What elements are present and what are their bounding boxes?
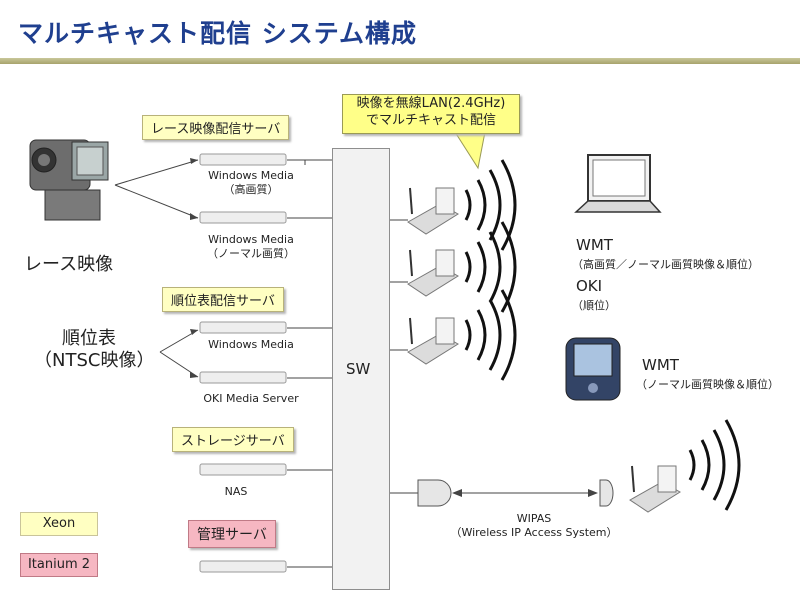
multicast-callout: 映像を無線LAN(2.4GHz) でマルチキャスト配信 [342, 94, 520, 134]
server-wm-normal-icon [199, 211, 287, 224]
race-video-label: レース映像 [24, 254, 114, 275]
access-point-3-icon [407, 317, 459, 365]
laptop-oki-sub: （順位） [572, 299, 616, 312]
callout-line1: 映像を無線LAN(2.4GHz) [356, 96, 506, 111]
laptop-oki-label: OKI [576, 277, 603, 295]
wipas-remote-unit [599, 479, 614, 507]
access-point-wipas-icon [629, 465, 681, 513]
camera-icon [29, 139, 109, 221]
line-camera-wm-high [114, 159, 199, 186]
legend-xeon: Xeon [20, 512, 98, 536]
server-nas-icon [199, 463, 287, 476]
pda-wmt-sub: （ノーマル画質映像＆順位） [636, 378, 779, 391]
server-mgmt-icon [199, 560, 287, 573]
server-oki-caption: OKI Media Server [203, 392, 299, 405]
radio-waves-3-icon [464, 289, 517, 381]
legend-itanium: Itanium 2 [20, 553, 98, 577]
server-wm-rank-caption: Windows Media [208, 338, 294, 351]
switch-label: SW [346, 360, 371, 378]
pda-icon [565, 337, 621, 401]
access-point-1-icon [407, 187, 459, 235]
rank-table-label: 順位表 [62, 328, 116, 349]
radio-waves-1-icon [464, 159, 517, 251]
callout-pointer [454, 131, 486, 170]
laptop-icon [574, 154, 662, 213]
pda-wmt-label: WMT [642, 356, 679, 374]
wipas-label: WIPAS （Wireless IP Access System） [450, 512, 618, 539]
title-underline [0, 58, 800, 64]
server-oki-icon [199, 371, 287, 384]
line-camera-wm-normal [114, 184, 199, 219]
line-rank-oki [159, 351, 199, 378]
laptop-wmt-label: WMT [576, 236, 613, 254]
laptop-wmt-sub: （高画質／ノーマル画質映像＆順位） [572, 258, 759, 271]
rank-ntsc-label: （NTSC映像） [34, 350, 155, 371]
wipas-base-unit [417, 479, 452, 507]
access-point-2-icon [407, 249, 459, 297]
race-server-group-label: レース映像配信サーバ [142, 115, 290, 140]
server-wm-high-icon [199, 153, 287, 166]
callout-line2: でマルチキャスト配信 [365, 113, 496, 128]
storage-server-group-label: ストレージサーバ [172, 427, 294, 452]
server-wm-rank-icon [199, 321, 287, 334]
page-title: マルチキャスト配信 システム構成 [18, 19, 417, 48]
network-switch [332, 148, 390, 590]
rank-server-group-label: 順位表配信サーバ [162, 287, 284, 312]
mgmt-server-group-label: 管理サーバ [188, 520, 276, 548]
radio-waves-2-icon [464, 221, 517, 313]
server-wm-normal-caption: Windows Media （ノーマル画質） [207, 233, 295, 260]
radio-waves-wipas-icon [688, 419, 741, 511]
server-wm-high-caption: Windows Media （高画質） [208, 169, 294, 196]
server-nas-caption: NAS [224, 485, 248, 498]
